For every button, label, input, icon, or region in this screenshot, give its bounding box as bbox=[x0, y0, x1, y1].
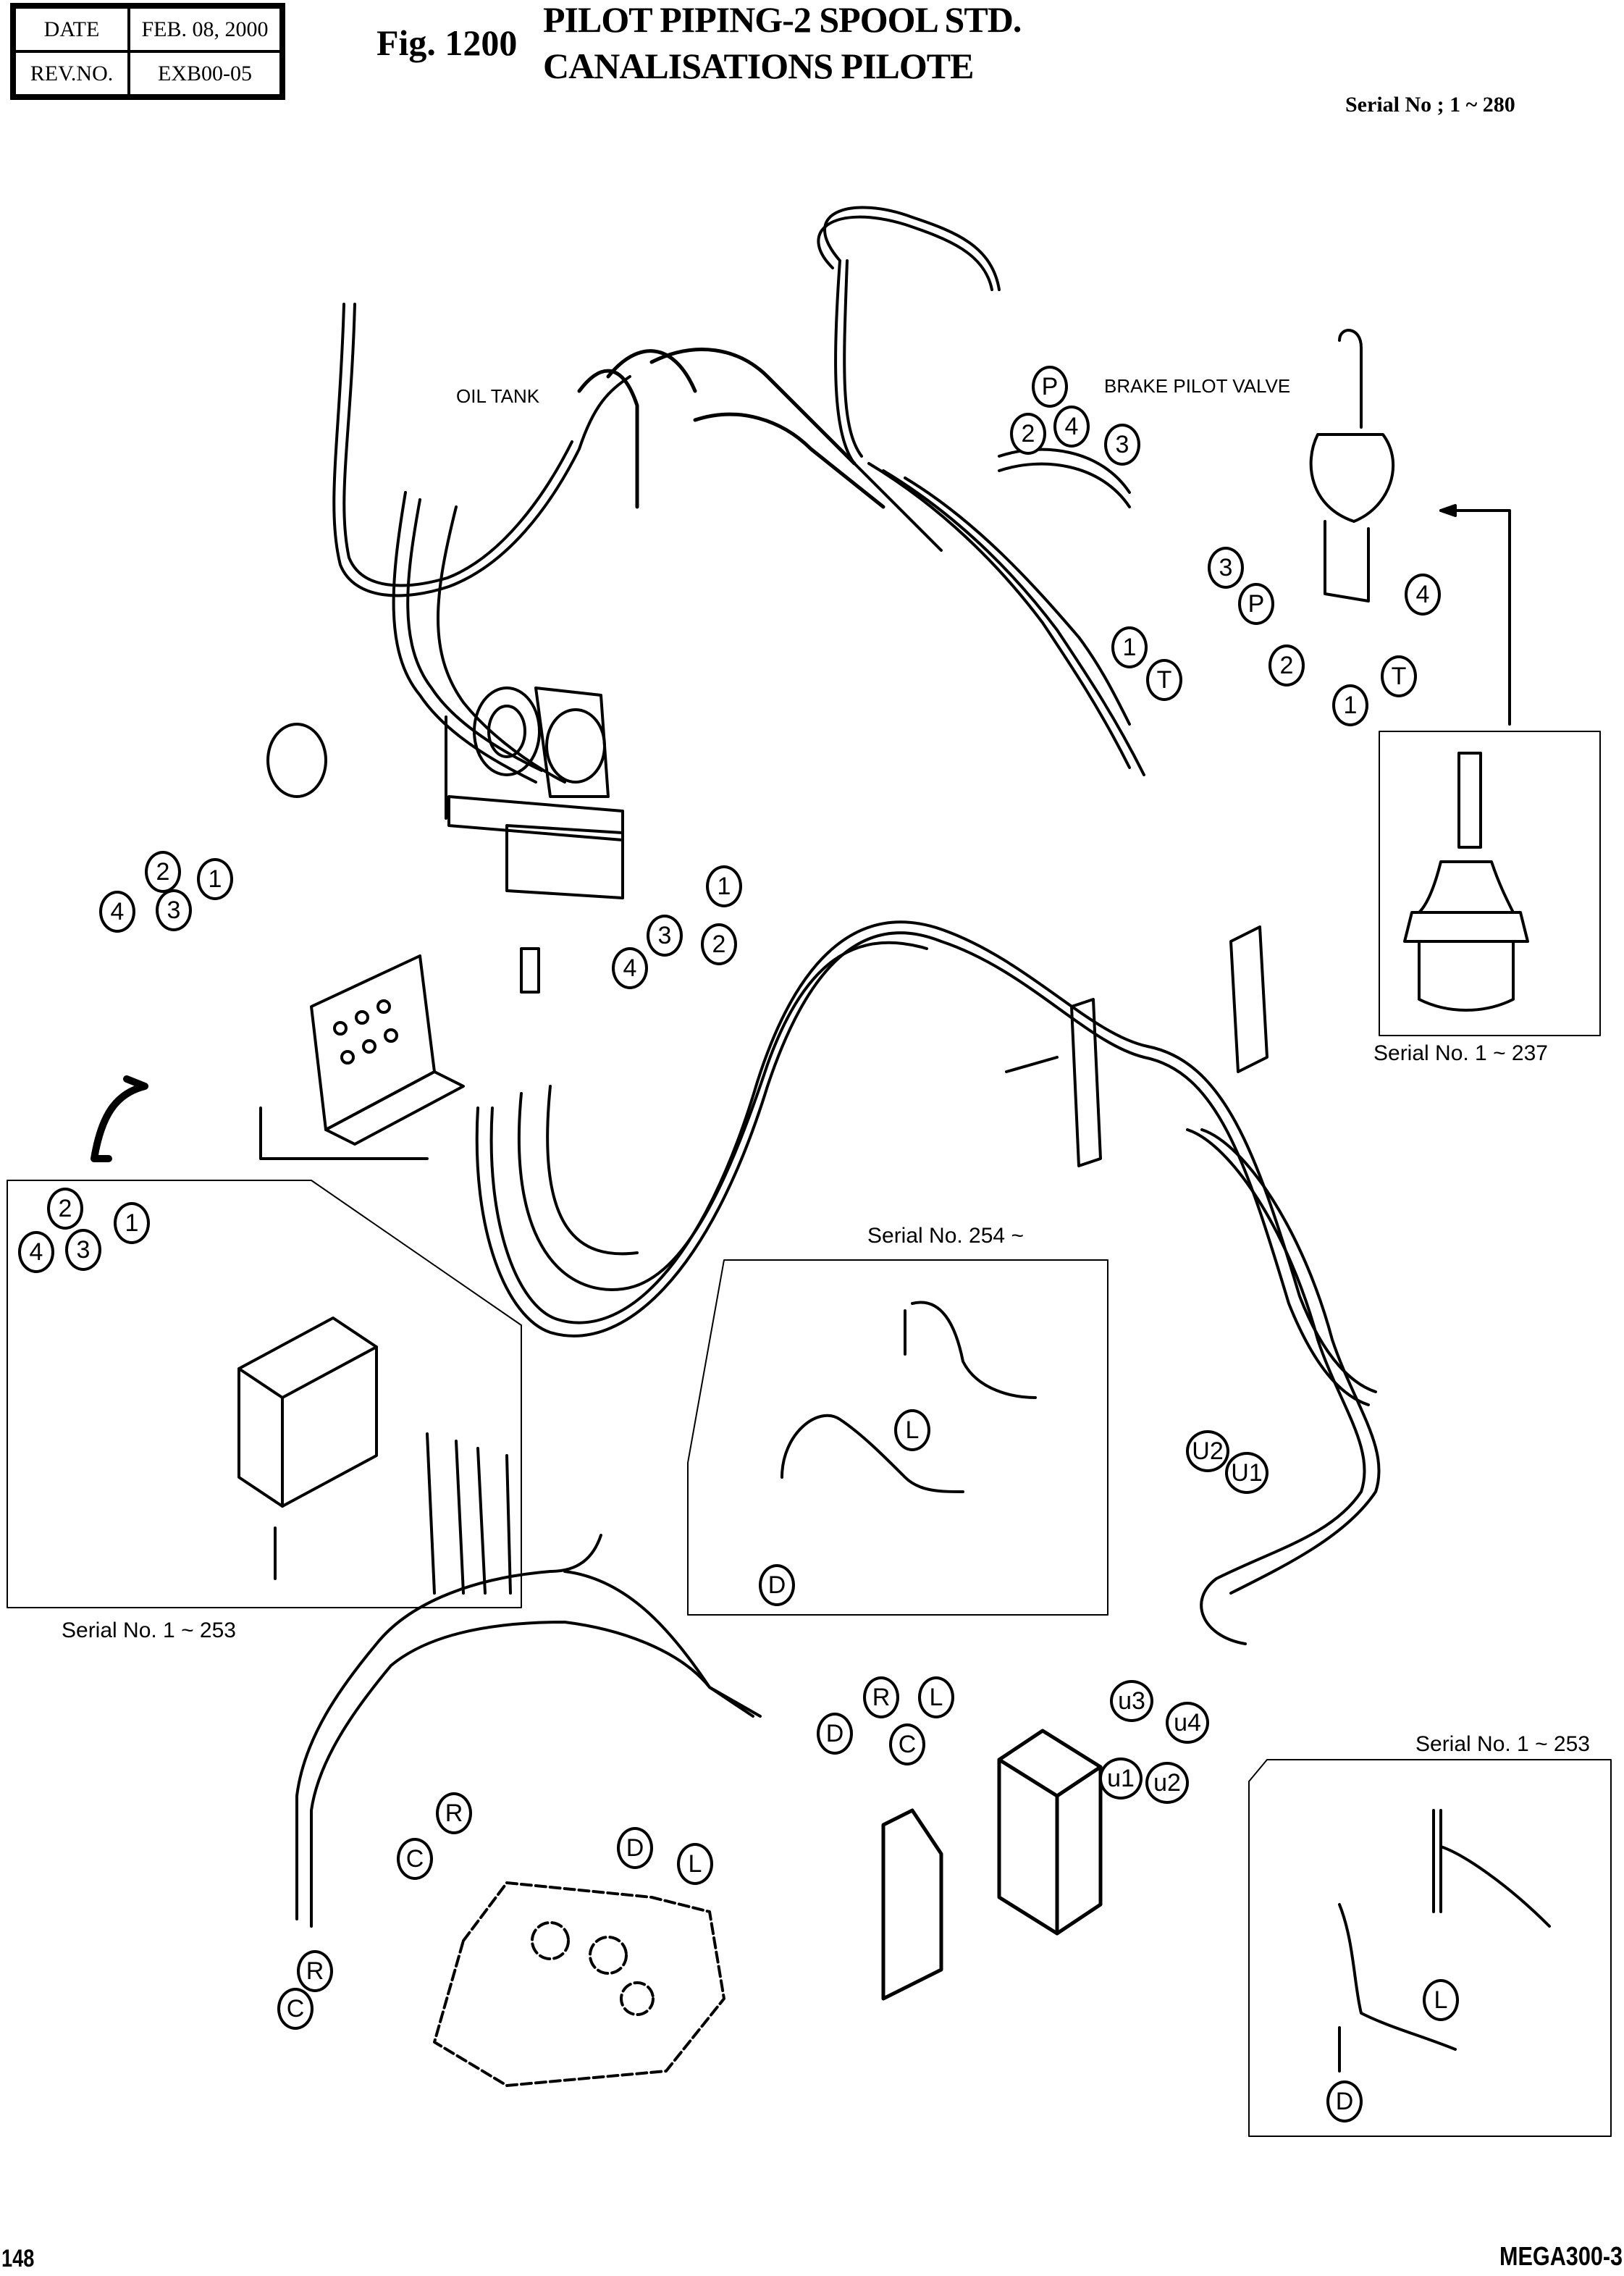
joystick-inset bbox=[1403, 752, 1529, 1012]
inset-serial-middle: Serial No. 254 ~ bbox=[867, 1224, 1024, 1248]
callout-brake-1: 1 bbox=[1111, 626, 1148, 668]
serial-range: Serial No ; 1 ~ 280 bbox=[1345, 93, 1515, 117]
callout-joystick-3: 3 bbox=[1208, 547, 1244, 589]
callout-inset-left-1: 1 bbox=[114, 1202, 150, 1244]
callout-block-R: R bbox=[863, 1676, 899, 1718]
corrugated-hose-guards bbox=[577, 348, 885, 509]
callout-block-L: L bbox=[918, 1676, 954, 1718]
callout-inset-right-L: L bbox=[1423, 1979, 1459, 2021]
callout-clamp-4: 4 bbox=[612, 947, 648, 989]
callout-valve-C: C bbox=[397, 1838, 433, 1880]
callout-pipe-C: C bbox=[277, 1988, 314, 2030]
callout-inset-left-4: 4 bbox=[18, 1231, 54, 1273]
callout-inset-right-D: D bbox=[1326, 2080, 1363, 2122]
inset-serial-right: Serial No. 1 ~ 253 bbox=[1415, 1732, 1590, 1756]
callout-plate-2: 2 bbox=[145, 851, 181, 893]
model-code: MEGA300-3 bbox=[1499, 2241, 1623, 2271]
page-number: 148 bbox=[1, 2245, 35, 2272]
junction-block bbox=[881, 1729, 1103, 2001]
rev-label: REV.NO. bbox=[14, 51, 129, 96]
inset-frames bbox=[7, 731, 1612, 2137]
callout-inset-middle-L: L bbox=[894, 1409, 930, 1451]
brake-pilot-valve-label: BRAKE PILOT VALVE bbox=[1104, 375, 1291, 397]
title-english: PILOT PIPING-2 SPOOL STD. bbox=[543, 0, 1022, 40]
callout-joystick-T: T bbox=[1381, 655, 1417, 697]
callout-inset-left-3: 3 bbox=[65, 1229, 101, 1271]
callout-block-C: C bbox=[889, 1723, 925, 1765]
leader-arrows bbox=[91, 504, 1511, 1162]
rev-value: EXB00-05 bbox=[129, 51, 281, 96]
lower-pipes bbox=[295, 1534, 762, 1928]
callout-joystick-4: 4 bbox=[1405, 574, 1441, 616]
date-value: FEB. 08, 2000 bbox=[129, 7, 281, 51]
callout-valve-L: L bbox=[677, 1843, 713, 1885]
upper-hoses bbox=[332, 206, 1145, 784]
revision-table: DATE FEB. 08, 2000 REV.NO. EXB00-05 bbox=[10, 3, 285, 100]
main-pilot-hoses bbox=[475, 920, 1381, 1645]
callout-plate-3: 3 bbox=[156, 889, 192, 931]
callout-joystick-2: 2 bbox=[1269, 644, 1305, 686]
callout-joystick-P: P bbox=[1238, 583, 1274, 625]
callout-clamp-2: 2 bbox=[701, 923, 737, 965]
callout-joystick-1: 1 bbox=[1332, 684, 1368, 726]
callout-block-u3: u3 bbox=[1110, 1680, 1153, 1722]
callout-brake-2: 2 bbox=[1010, 413, 1046, 455]
figure-number: Fig. 1200 bbox=[376, 22, 518, 63]
oil-tank-label: OIL TANK bbox=[456, 385, 540, 407]
callout-valve-R: R bbox=[436, 1792, 472, 1834]
callout-plate-4: 4 bbox=[99, 891, 135, 933]
callout-brake-T: T bbox=[1146, 659, 1182, 701]
middle-inset-hoses bbox=[781, 1301, 1037, 1493]
callout-block-u2: u2 bbox=[1145, 1762, 1189, 1804]
valve-block-left bbox=[237, 1317, 512, 1595]
inset-serial-joystick: Serial No. 1 ~ 237 bbox=[1373, 1041, 1548, 1065]
callout-block-D: D bbox=[817, 1713, 853, 1755]
control-valve bbox=[433, 1881, 725, 2087]
callout-inset-middle-D: D bbox=[759, 1564, 795, 1606]
clamp-bracket-assembly bbox=[266, 686, 624, 994]
joystick-valve bbox=[1309, 329, 1395, 602]
callout-pipe-R: R bbox=[297, 1950, 333, 1992]
callout-brake-3: 3 bbox=[1104, 424, 1140, 466]
right-inset-pipes bbox=[1338, 1809, 1551, 2073]
callout-inset-left-2: 2 bbox=[47, 1188, 83, 1230]
adapter-plate bbox=[259, 954, 465, 1160]
callout-plate-1: 1 bbox=[197, 858, 233, 900]
callout-brake-4: 4 bbox=[1053, 406, 1090, 448]
callout-block-u1: u1 bbox=[1099, 1758, 1143, 1800]
inset-serial-valve-block: Serial No. 1 ~ 253 bbox=[62, 1618, 236, 1642]
title-french: CANALISATIONS PILOTE bbox=[543, 46, 975, 86]
date-label: DATE bbox=[14, 7, 129, 51]
callout-clamp-3: 3 bbox=[647, 915, 683, 957]
callout-clamp-1: 1 bbox=[706, 865, 742, 907]
retaining-bar bbox=[1005, 925, 1269, 1167]
callout-brake-P: P bbox=[1032, 366, 1068, 408]
callout-port-U2: U2 bbox=[1186, 1430, 1229, 1472]
callout-port-U1: U1 bbox=[1225, 1452, 1269, 1494]
callout-valve-D: D bbox=[617, 1827, 653, 1869]
callout-block-u4: u4 bbox=[1166, 1702, 1209, 1744]
